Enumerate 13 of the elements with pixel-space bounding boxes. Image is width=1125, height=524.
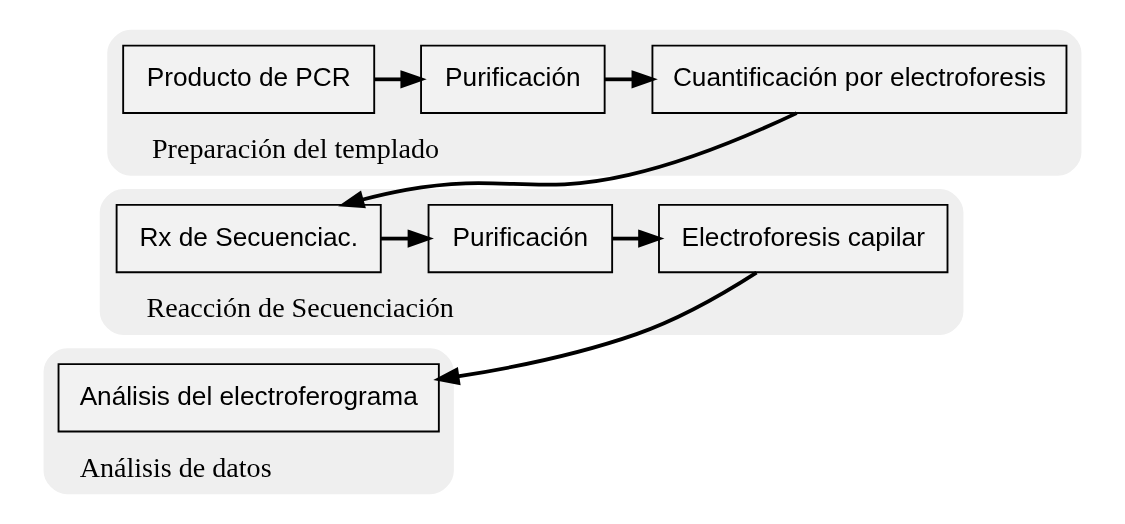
arrow [374, 70, 427, 89]
node-box: Electroforesis capilar [658, 203, 949, 274]
node-box: Producto de PCR [122, 44, 376, 114]
arrow [612, 229, 665, 248]
node-box: Cuantificación por electroforesis [651, 44, 1068, 114]
node-box: Análisis del electroferograma [57, 363, 440, 433]
node-box: Purificación [427, 203, 614, 274]
node-box: Purificación [420, 44, 606, 114]
arrow [380, 229, 434, 248]
arrow [338, 111, 798, 209]
node-box: Rx de Secuenciac. [115, 203, 382, 274]
arrow [433, 271, 758, 386]
arrow [604, 70, 658, 89]
